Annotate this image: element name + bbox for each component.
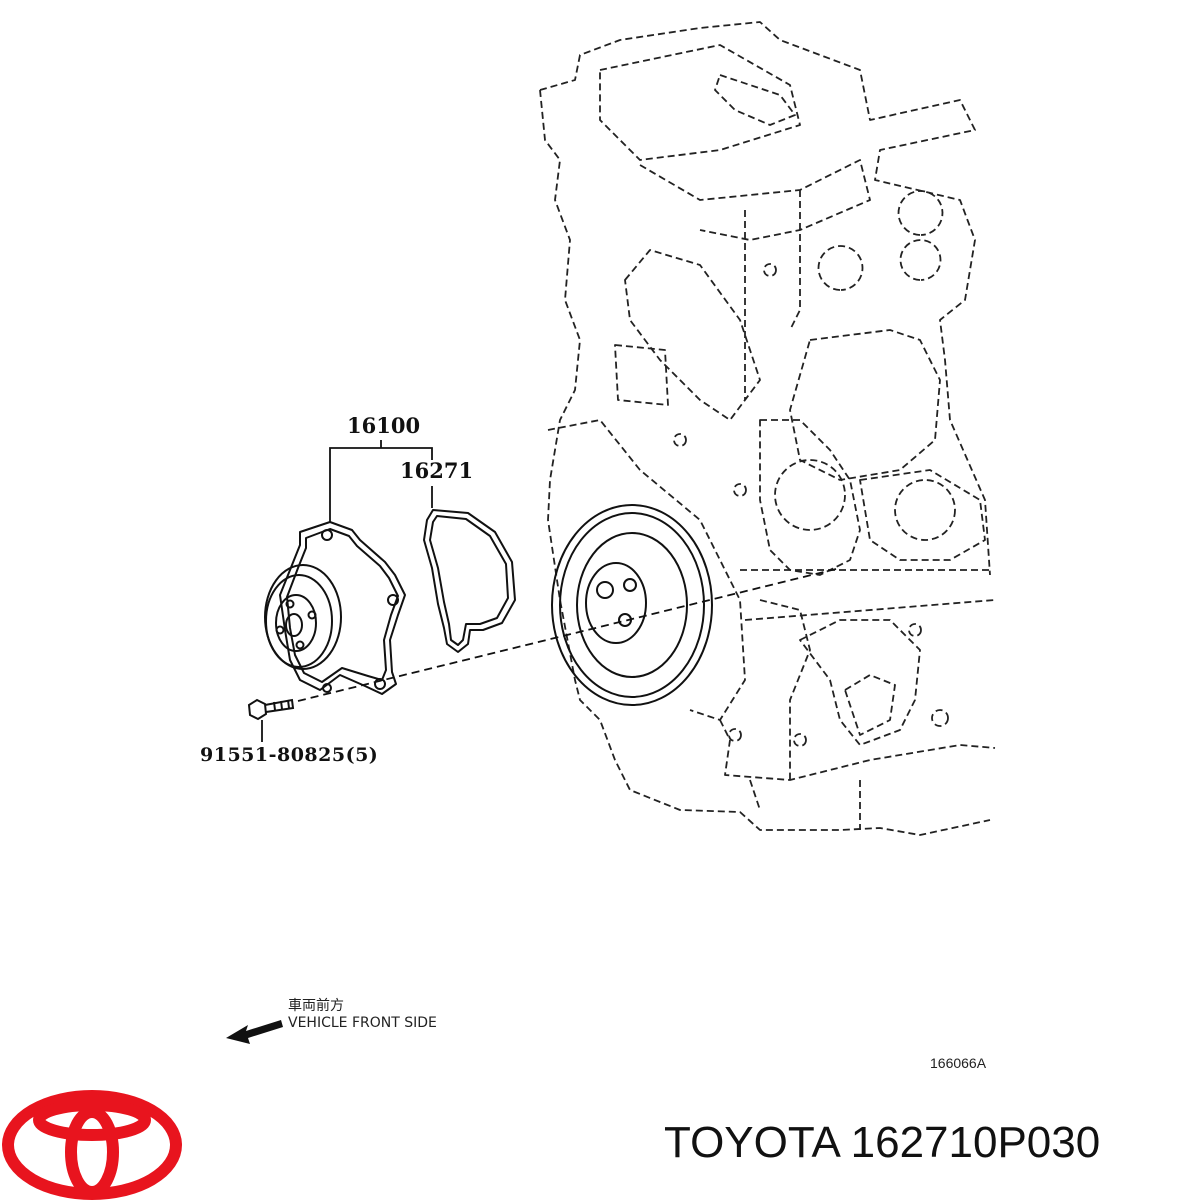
illustration-code: 166066A <box>930 1055 987 1071</box>
crankshaft-pulley <box>551 504 713 706</box>
assembly-line <box>297 567 841 702</box>
callout-gasket[interactable]: 16271 <box>400 458 474 483</box>
front-arrow-icon <box>226 1020 283 1044</box>
logo-ellipses <box>2 1090 182 1200</box>
front-side-label-jp: 車両前方 <box>288 998 344 1014</box>
toyota-logo <box>2 1090 182 1200</box>
callout-water-pump[interactable]: 16100 <box>347 413 421 438</box>
front-side-label-en: VEHICLE FRONT SIDE <box>288 1015 437 1031</box>
gasket <box>423 509 516 653</box>
engine-block <box>539 21 996 836</box>
water-pump <box>264 521 406 695</box>
bolt <box>247 698 295 721</box>
callout-leaders <box>261 440 433 742</box>
callout-bolt[interactable]: 91551-80825(5) <box>200 744 379 766</box>
part-caption: TOYOTA 162710P030 <box>664 1118 1101 1167</box>
